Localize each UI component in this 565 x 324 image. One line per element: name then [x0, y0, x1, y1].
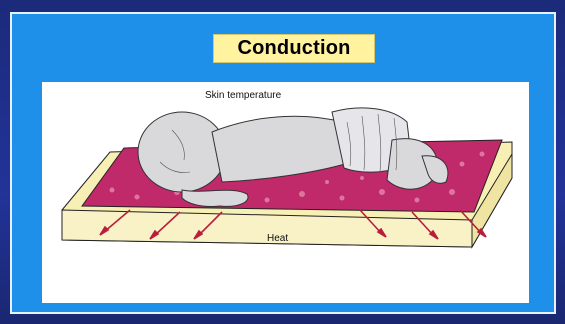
baby-head	[138, 112, 226, 192]
skin-temperature-label: Skin temperature	[205, 90, 281, 101]
slide-title: Conduction	[237, 37, 350, 60]
illustration-panel: Skin temperature Heat	[42, 82, 529, 303]
infant-on-mattress-illustration	[42, 82, 529, 303]
title-box: Conduction	[213, 34, 375, 63]
baby-arm	[182, 190, 248, 207]
heat-label: Heat	[267, 233, 288, 244]
slide: Conduction	[10, 12, 556, 314]
